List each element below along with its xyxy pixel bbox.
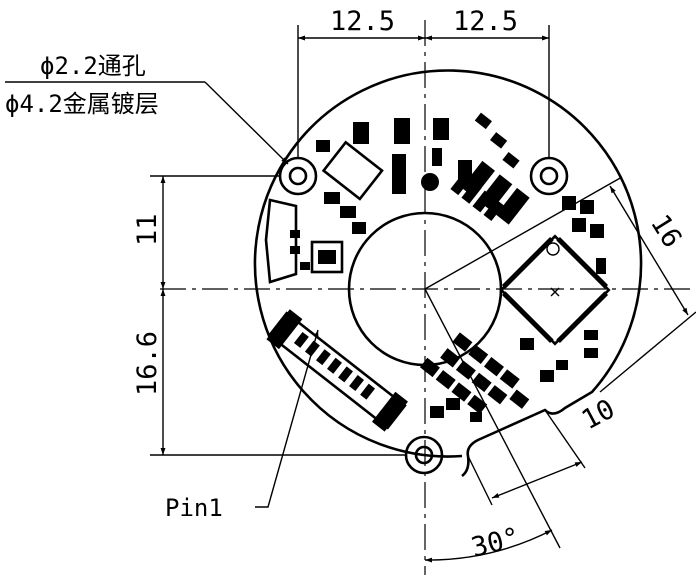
note-pin1: Pin1	[165, 494, 223, 522]
note-plating: ϕ4.2金属镀层	[5, 90, 159, 118]
dim-right-diagonal: 16	[644, 209, 688, 253]
dim-top-left: 12.5	[330, 6, 395, 37]
mounting-hole-bottom	[404, 435, 444, 475]
dim-left-lower: 16.6	[132, 331, 163, 396]
dim-top-right: 12.5	[453, 6, 518, 37]
dim-angle: 30°	[468, 522, 523, 564]
dim-lower-right: 10	[577, 394, 620, 437]
mounting-hole-left	[278, 156, 318, 196]
note-through-hole: ϕ2.2通孔	[40, 52, 146, 80]
dim-left-upper: 11	[132, 213, 163, 246]
pcb-components	[264, 112, 611, 432]
mounting-hole-right	[529, 156, 569, 196]
